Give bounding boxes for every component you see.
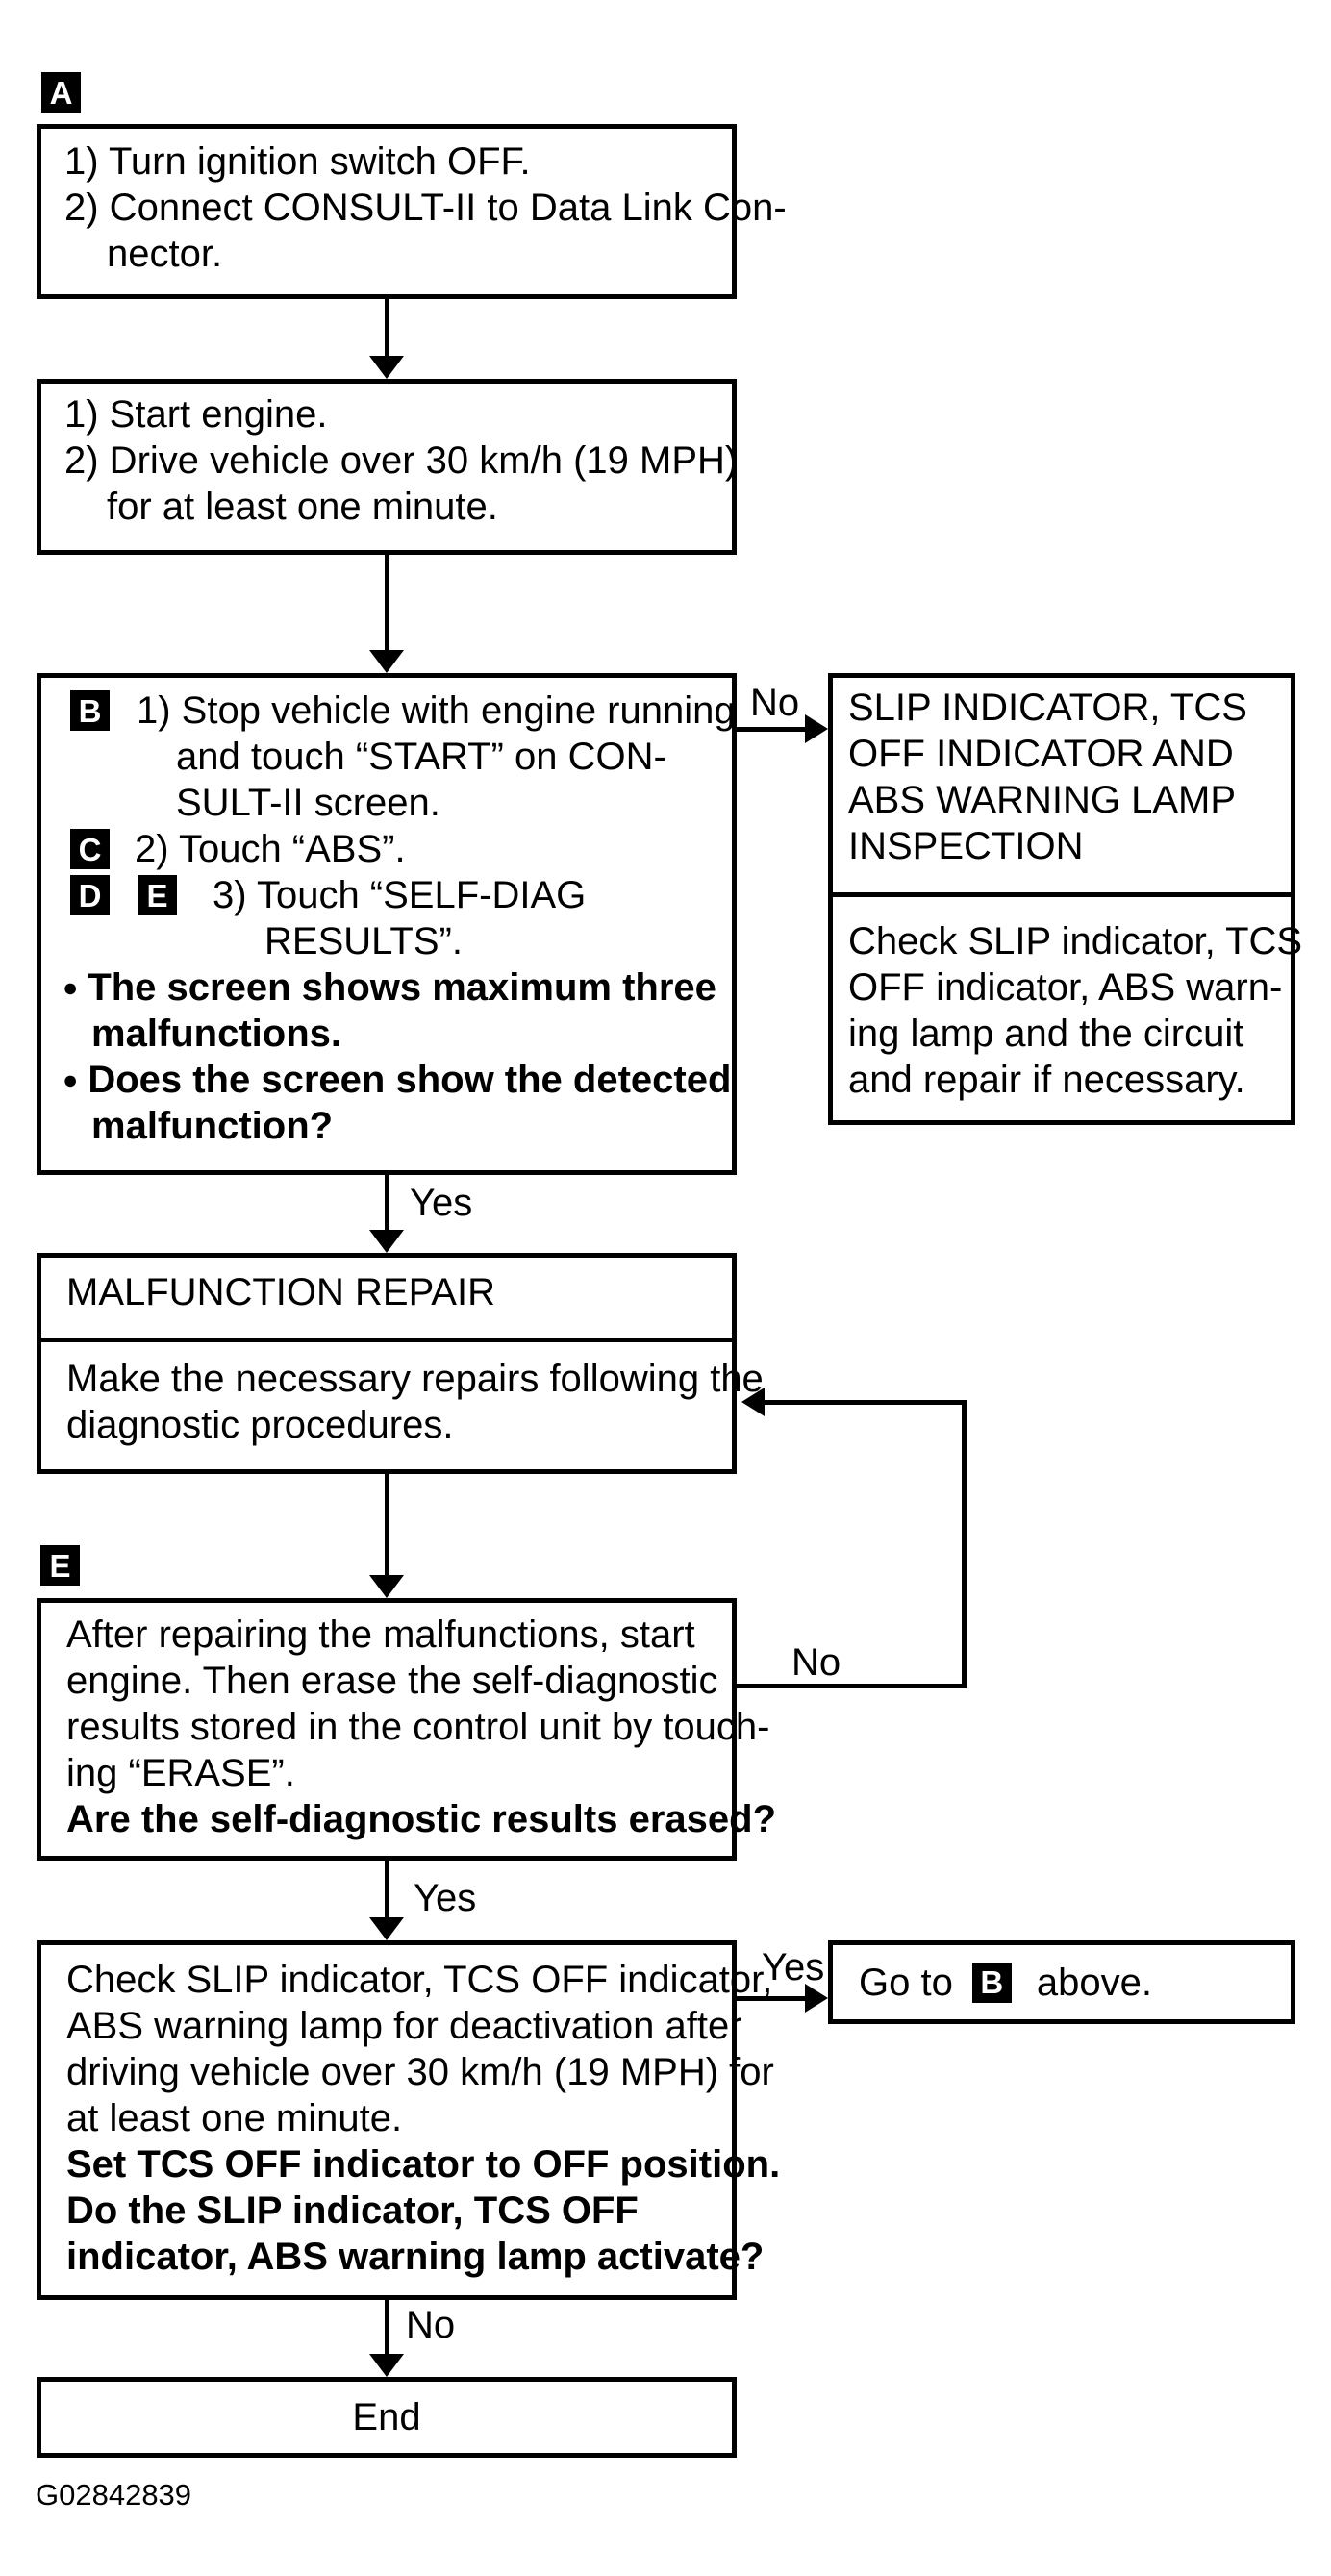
text-line: and touch “START” on CON- <box>176 736 666 778</box>
arrowhead-left-icon <box>741 1388 765 1416</box>
marker-d-tile: D <box>70 875 110 915</box>
connector-line <box>385 2300 389 2356</box>
text-line: engine. Then erase the self-diagnostic <box>66 1660 718 1702</box>
branch-label-yes: Yes <box>410 1182 473 1224</box>
text-line: indicator, ABS warning lamp activate? <box>66 2236 765 2278</box>
connector-line <box>737 727 809 732</box>
marker-a-tile: A <box>41 72 81 113</box>
text-line: driving vehicle over 30 km/h (19 MPH) fo… <box>66 2051 774 2093</box>
connector-line <box>737 1996 809 2001</box>
text-line: malfunction? <box>91 1105 334 1147</box>
text-line: MALFUNCTION REPAIR <box>66 1271 495 1313</box>
branch-label-yes: Yes <box>414 1877 477 1919</box>
text-line: ABS warning lamp for deactivation after <box>66 2005 742 2047</box>
figure-id: G02842839 <box>36 2478 192 2512</box>
text-line: and repair if necessary. <box>848 1059 1245 1101</box>
text-line: Are the self-diagnostic results erased? <box>66 1798 777 1840</box>
inspection-body-box: Check SLIP indicator, TCS OFF indicator,… <box>828 892 1303 1125</box>
step-box-drive-vehicle: 1) Start engine. 2) Drive vehicle over 3… <box>37 379 739 555</box>
branch-label-yes: Yes <box>762 1946 825 1988</box>
text-line: SLIP INDICATOR, TCS <box>848 687 1247 729</box>
text-line: ing lamp and the circuit <box>848 1013 1244 1055</box>
arrowhead-right-icon <box>805 714 828 743</box>
text-line: Check SLIP indicator, TCS OFF indicator, <box>66 1959 773 2001</box>
goto-text-pre: Go to <box>859 1961 953 2004</box>
marker-b-tile: B <box>70 690 110 731</box>
connector-line <box>962 1400 967 1688</box>
arrowhead-down-icon <box>369 1575 404 1598</box>
text-line: OFF indicator, ABS warn- <box>848 966 1283 1009</box>
text-line: ● Does the screen show the detected <box>63 1059 732 1101</box>
text-line: RESULTS”. <box>264 920 463 963</box>
connector-line <box>385 1861 389 1917</box>
step-box-connect-consult: 1) Turn ignition switch OFF. 2) Connect … <box>37 124 787 299</box>
branch-label-no: No <box>406 2304 456 2346</box>
connector-line <box>385 299 389 358</box>
malfunction-repair-body-box: Make the necessary repairs following the… <box>37 1338 764 1474</box>
text-line: results stored in the control unit by to… <box>66 1706 770 1748</box>
text-line: SULT-II screen. <box>176 782 440 824</box>
end-box: End <box>37 2377 737 2458</box>
text-line: ● The screen shows maximum three <box>63 966 716 1009</box>
marker-e-tile: E <box>40 1545 80 1586</box>
connector-line <box>385 1175 389 1232</box>
arrowhead-down-icon <box>369 1230 404 1253</box>
text-line: ABS WARNING LAMP <box>848 779 1237 821</box>
branch-label-no: No <box>791 1641 841 1684</box>
text-line: INSPECTION <box>848 825 1084 867</box>
text-line: for at least one minute. <box>107 486 498 528</box>
arrowhead-down-icon <box>369 2354 404 2377</box>
goto-b-box: Go to B above. <box>828 1940 1295 2024</box>
text-line: Set TCS OFF indicator to OFF position. <box>66 2143 781 2186</box>
marker-c-tile: C <box>70 829 110 869</box>
marker-b-tile: B <box>971 1962 1012 2003</box>
malfunction-repair-title-box: MALFUNCTION REPAIR <box>37 1253 737 1342</box>
text-line: 2) Connect CONSULT-II to Data Link Con- <box>64 187 787 229</box>
text-line: D E 3) Touch “SELF-DIAG <box>41 872 732 918</box>
text-line: malfunctions. <box>91 1013 342 1055</box>
decision-box-erase-results: After repairing the malfunctions, start … <box>37 1598 777 1861</box>
marker-e-tile: E <box>138 875 177 915</box>
text-line: 1) Start engine. <box>64 393 328 436</box>
text-line: diagnostic procedures. <box>66 1404 454 1446</box>
inspection-title-box: SLIP INDICATOR, TCS OFF INDICATOR AND AB… <box>828 673 1295 897</box>
text-line: Do the SLIP indicator, TCS OFF <box>66 2189 639 2232</box>
text-line: nector. <box>107 233 223 275</box>
text-line: at least one minute. <box>66 2097 403 2139</box>
connector-line <box>385 1474 389 1577</box>
text-line: OFF INDICATOR AND <box>848 733 1234 775</box>
text-line: ing “ERASE”. <box>66 1752 295 1794</box>
end-label: End <box>352 2396 421 2438</box>
decision-box-self-diag: B 1) Stop vehicle with engine running an… <box>37 673 737 1175</box>
bullet-icon: ● <box>63 1065 79 1094</box>
text-line: Check SLIP indicator, TCS <box>848 920 1303 963</box>
decision-box-lamp-activate: Check SLIP indicator, TCS OFF indicator,… <box>37 1940 781 2300</box>
arrowhead-down-icon <box>369 650 404 673</box>
bullet-icon: ● <box>63 973 79 1002</box>
arrowhead-right-icon <box>805 1984 828 2013</box>
text-line: C 2) Touch “ABS”. <box>41 826 732 872</box>
text-line: B 1) Stop vehicle with engine running <box>41 688 736 734</box>
connector-line <box>765 1400 967 1405</box>
goto-text-post: above. <box>1036 1961 1152 2004</box>
arrowhead-down-icon <box>369 356 404 379</box>
connector-line <box>737 1684 967 1688</box>
text-line: 2) Drive vehicle over 30 km/h (19 MPH) <box>64 439 739 482</box>
arrowhead-down-icon <box>369 1917 404 1940</box>
text-line: 1) Turn ignition switch OFF. <box>64 140 531 183</box>
branch-label-no: No <box>750 682 800 724</box>
text-line: Make the necessary repairs following the <box>66 1358 764 1400</box>
connector-line <box>385 555 389 651</box>
text-line: After repairing the malfunctions, start <box>66 1613 695 1656</box>
